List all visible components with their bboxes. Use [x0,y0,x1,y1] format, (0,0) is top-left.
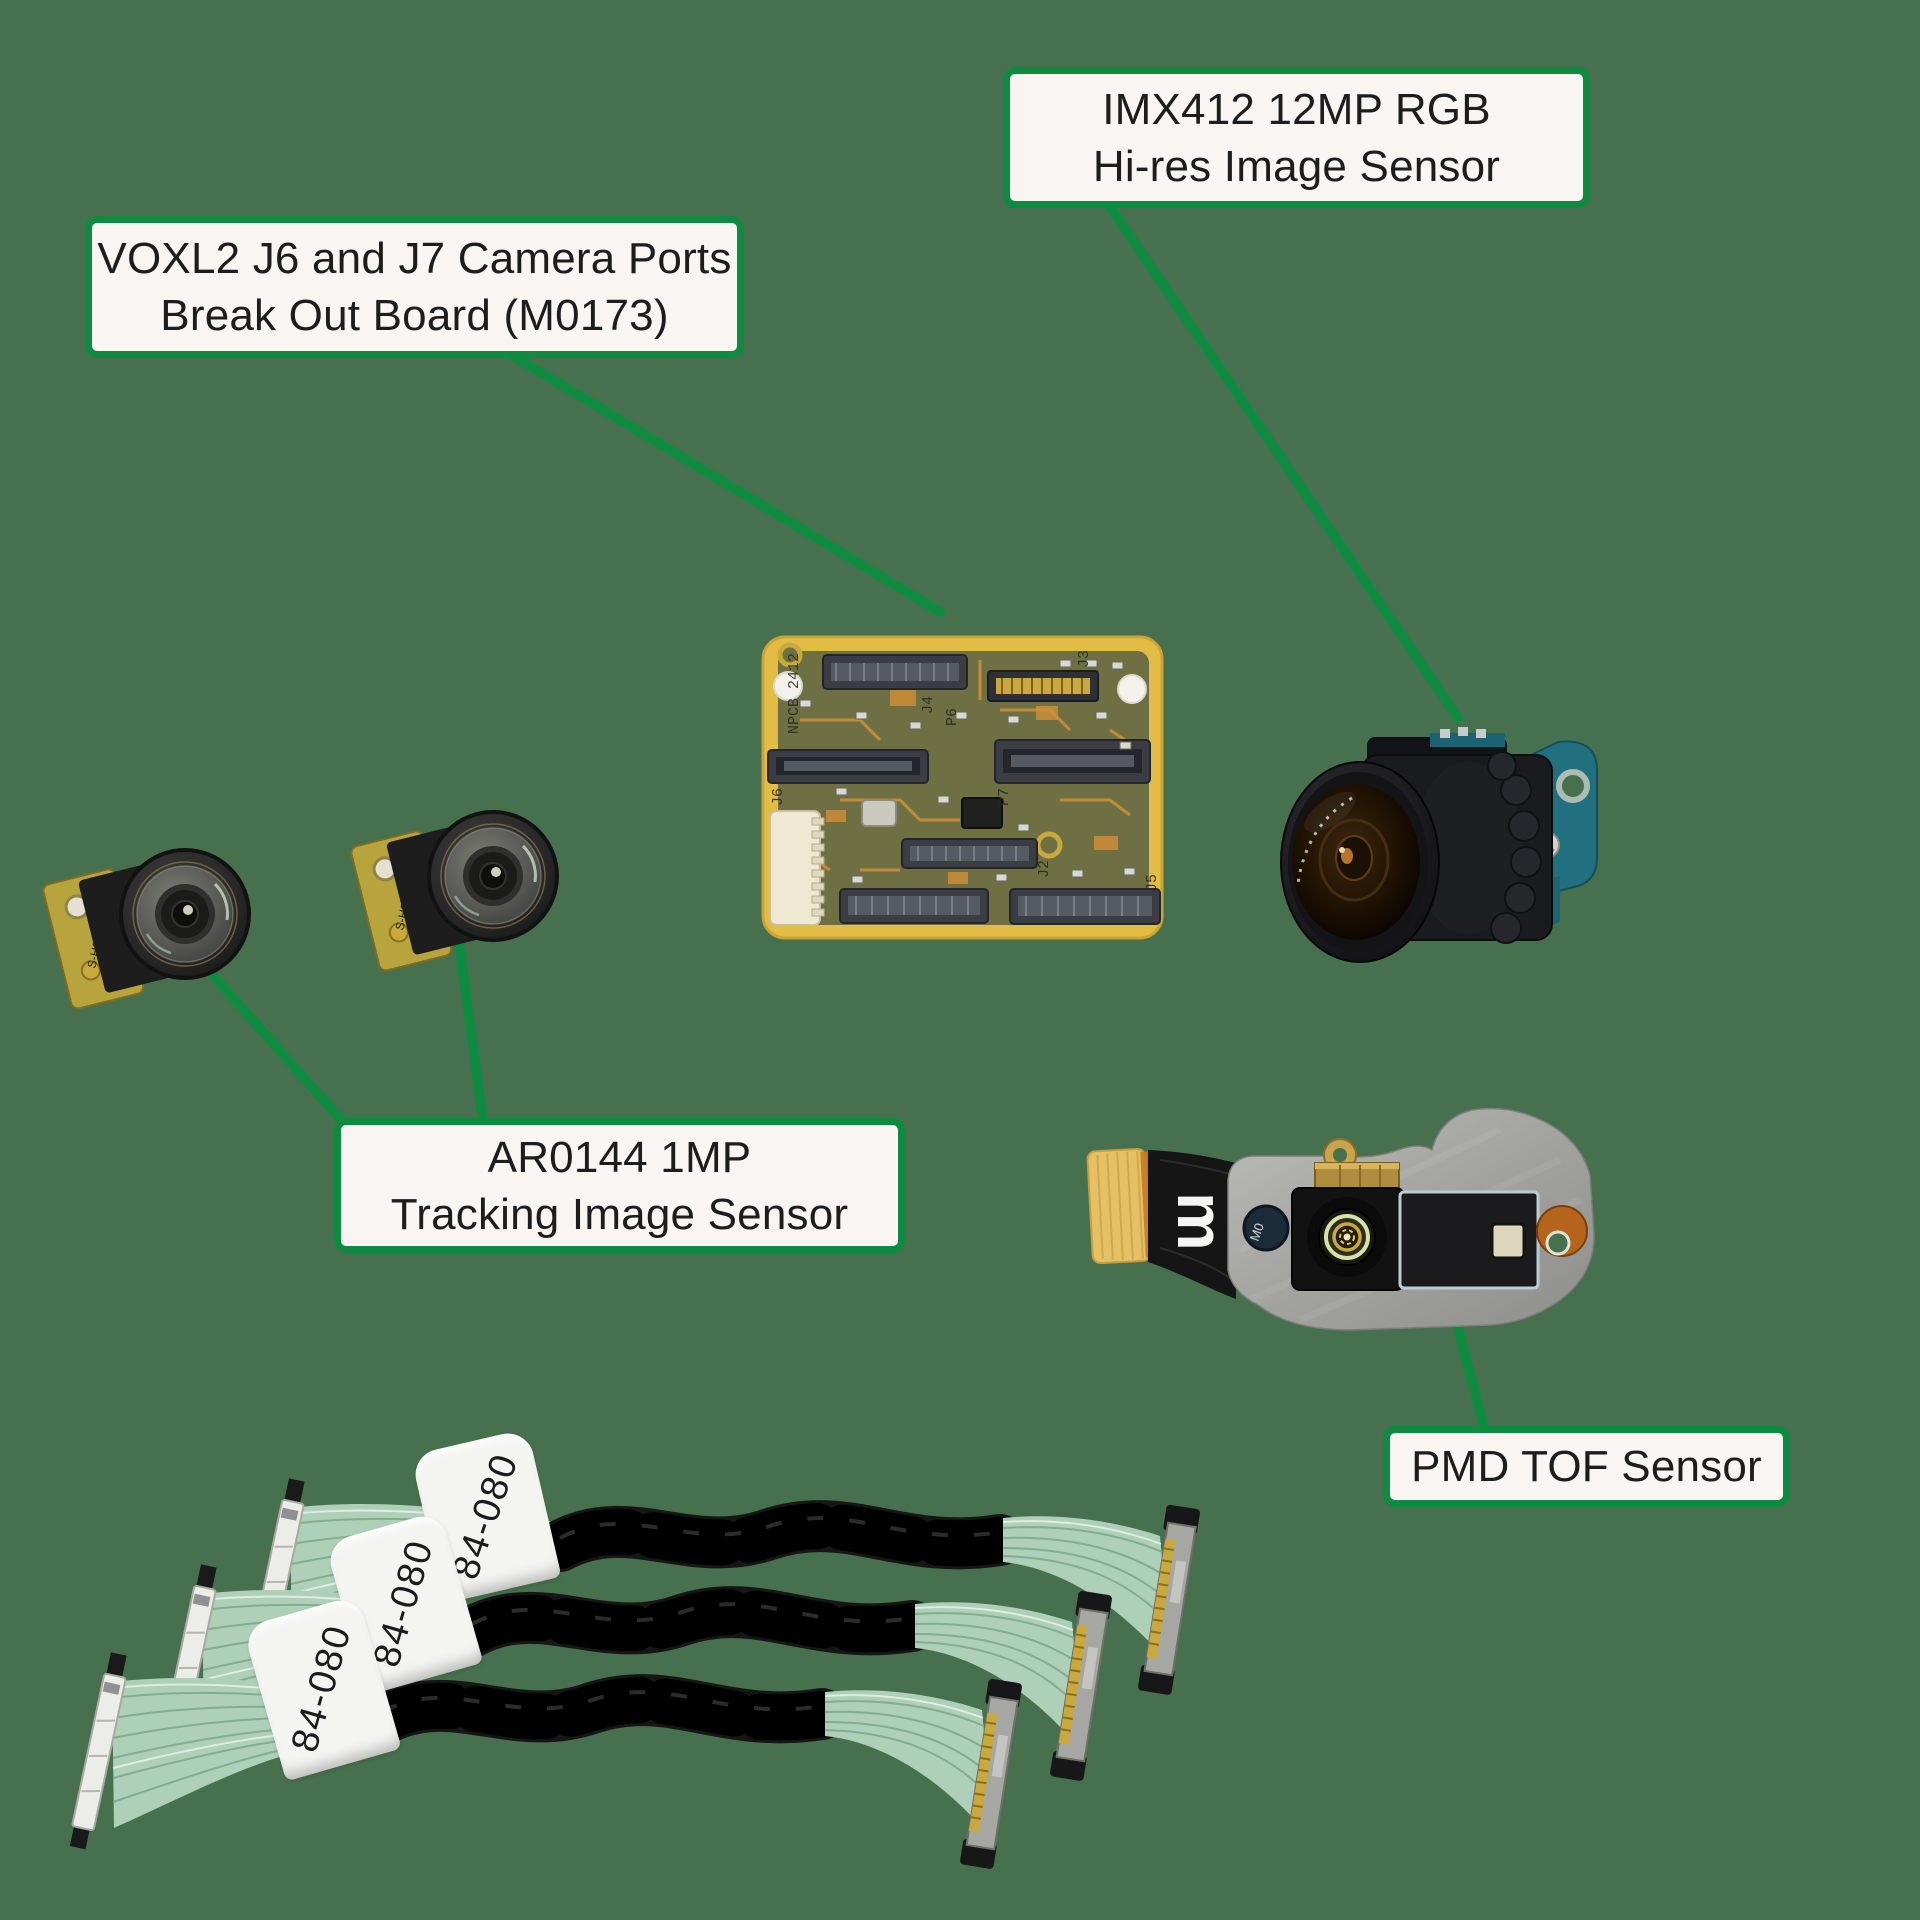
callout-pmd-line1: PMD TOF Sensor [1411,1442,1762,1491]
tof-hole-marking: M0 [1247,1221,1267,1243]
tof-flex-cable [1148,1150,1236,1299]
silkscreen-pcb-id: NPCB 2412 [786,653,803,734]
ar0144-callout-line-left [205,967,355,1135]
passive-components [799,659,1136,884]
hires-mount-hole [1556,769,1590,803]
callout-imx412-line1: IMX412 12MP RGB [1102,84,1491,134]
ic-chip [961,797,1003,829]
tof-sensor: m M0 [1086,1107,1595,1331]
gold-via-hole-2 [1035,831,1063,859]
connector-p7 [994,739,1151,784]
callout-pmd-tof: PMD TOF Sensor [1383,1426,1790,1507]
mounting-hole-right [1117,674,1147,704]
connector-j4 [822,654,968,690]
ar0144-callout-line-right [453,930,489,1133]
pmd-callout-line [1453,1323,1493,1447]
tof-emitter [1490,1222,1526,1260]
tof-flex-gold-end [1086,1148,1154,1265]
gold-via-hole-1 [777,642,803,668]
cable-tag-text-2: 84-080 [365,1534,442,1672]
connector-j5 [1009,888,1161,925]
silkscreen-j5: J5 [1144,874,1161,892]
breakout-board: J4 J3 J6 P6 P7 J2 J5 NPCB 2412 [761,635,1164,940]
tof-bracket-hole [1242,1204,1290,1252]
connector-j2 [901,838,1038,869]
callout-ar0144: AR0144 1MP Tracking Image Sensor [334,1118,905,1253]
cream-wire-connector [769,810,825,926]
hires-focus-ring [1413,751,1542,944]
silkscreen-j2: J2 [1036,860,1053,878]
connector-bottom-left [839,888,989,924]
cable-tag-text-3: 84-080 [283,1619,360,1757]
callout-imx412: IMX412 12MP RGB Hi-res Image Sensor [1003,67,1590,208]
silkscreen-p6: P6 [944,708,961,726]
silkscreen-j3: J3 [1076,650,1093,668]
callout-ar0144-line1: AR0144 1MP [487,1132,752,1182]
board-connectors [767,654,1161,926]
silkscreen-j4: J4 [920,696,937,714]
callout-voxl2-line2: Break Out Board (M0173) [160,291,669,340]
lens-speckle-highlight [1296,796,1353,885]
crystal-oscillator [861,799,897,827]
hires-camera [1280,727,1598,963]
callout-ar0144-line2: Tracking Image Sensor [390,1189,849,1239]
tof-lens [1307,1197,1387,1277]
modalai-logo: m [1164,1192,1238,1251]
callout-imx412-line2: Hi-res Image Sensor [1092,141,1501,191]
silkscreen-j6: J6 [770,788,787,806]
connector-j3-board-to-board [987,670,1099,702]
mounting-hole-left [773,671,803,701]
hires-lens [1280,761,1440,963]
callout-voxl2-line1: VOXL2 J6 and J7 Camera Ports [97,234,732,283]
silkscreen-p7: P7 [996,788,1013,806]
imx412-callout-line [1087,175,1463,723]
connector-j6 [767,749,929,784]
cable-tag-text-1: 84-080 [444,1447,527,1585]
callout-voxl2-breakout: VOXL2 J6 and J7 Camera Ports Break Out B… [85,216,744,358]
